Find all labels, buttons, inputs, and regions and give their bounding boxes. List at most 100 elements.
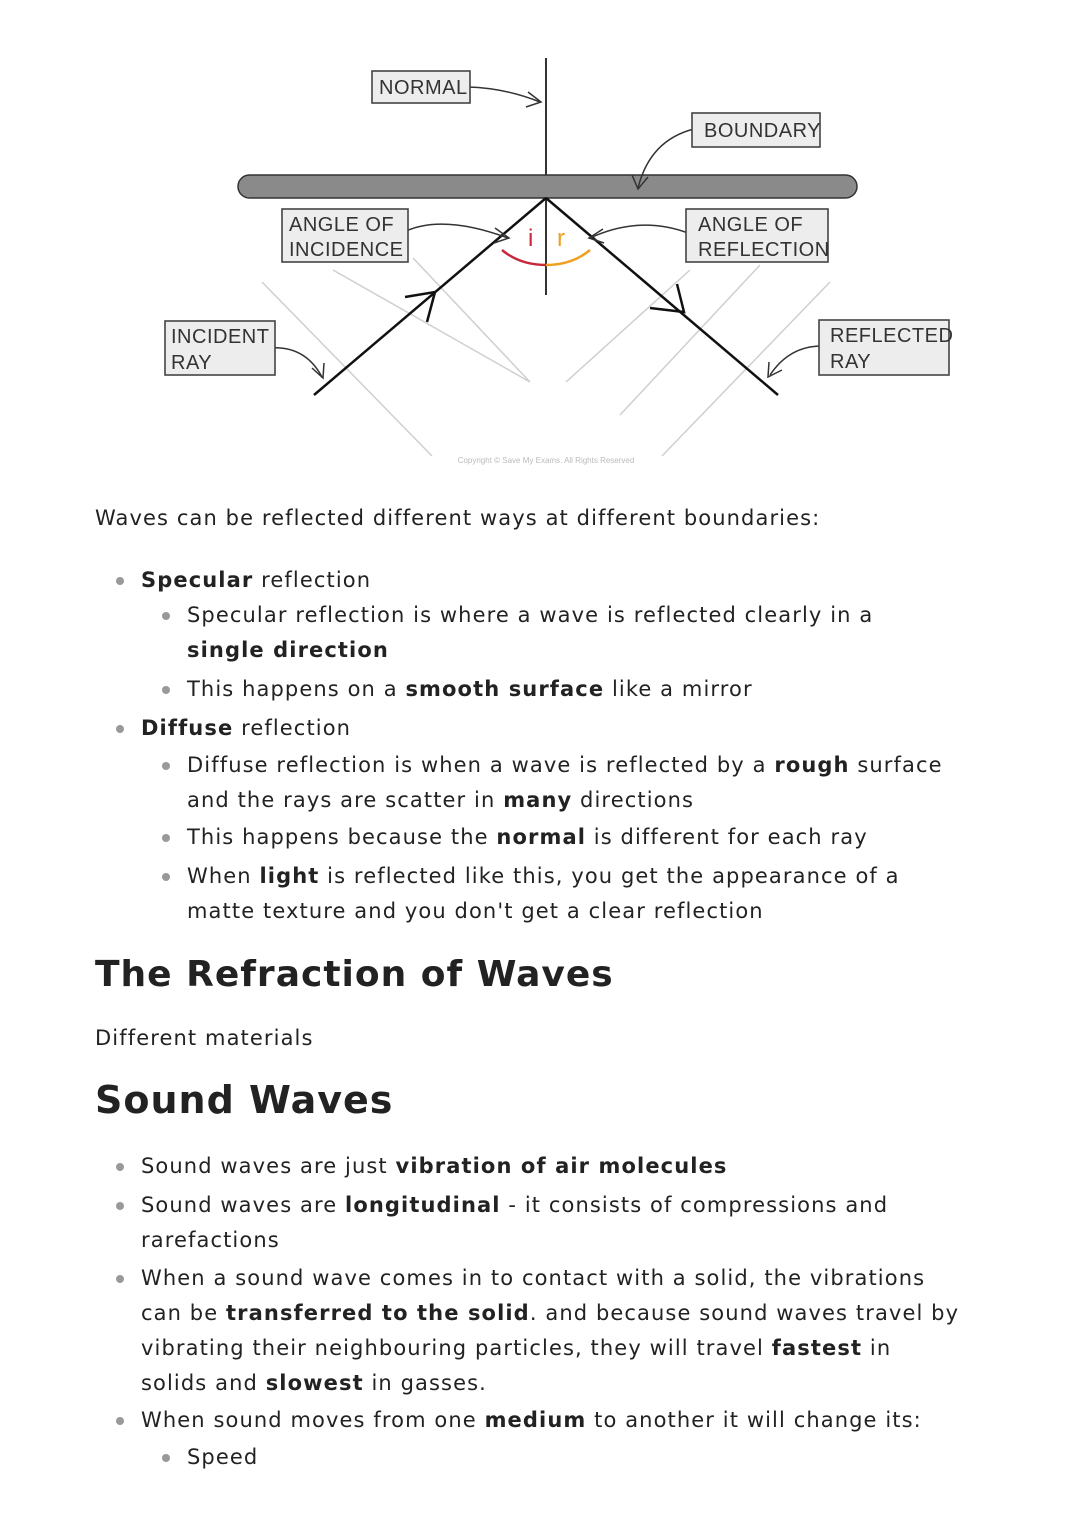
text: Diffuse reflection is when a wave is ref… — [187, 753, 775, 777]
text: directions — [572, 788, 695, 812]
bullet-icon — [162, 834, 170, 842]
reflection-arc — [545, 249, 591, 267]
list-item-line: single direction — [187, 633, 389, 668]
list-item-line: matte texture and you don't get a clear … — [187, 894, 764, 929]
bold-text: medium — [484, 1408, 587, 1432]
text: solids and — [141, 1371, 266, 1395]
text: reflection — [233, 716, 352, 740]
angle-of-incidence-tag: ANGLE OF INCIDENCE — [281, 208, 409, 263]
svg-text:BOUNDARY: BOUNDARY — [704, 120, 821, 142]
bold-text: normal — [496, 825, 587, 849]
bold-text: fastest — [771, 1336, 863, 1360]
list-item-line: solids and slowest in gasses. — [141, 1366, 487, 1401]
text: surface — [849, 753, 943, 777]
svg-text:ANGLE OF: ANGLE OF — [289, 214, 394, 236]
bold-text: transferred to the solid — [226, 1301, 530, 1325]
reflected-arrow-icon — [649, 283, 686, 314]
bullet-icon — [162, 873, 170, 881]
bold-text: Diffuse — [141, 716, 234, 740]
list-item-line: Diffuse reflection — [141, 711, 351, 746]
text: - it consists of compressions and — [500, 1193, 889, 1217]
svg-text:INCIDENCE: INCIDENCE — [289, 239, 404, 261]
list-item-line: Speed — [187, 1440, 258, 1475]
list-item-line: This happens on a smooth surface like a … — [187, 672, 753, 707]
list-item-line: When sound moves from one medium to anot… — [141, 1403, 922, 1438]
bullet-icon — [116, 1275, 124, 1283]
svg-text:RAY: RAY — [171, 352, 212, 374]
list-item-line: Sound waves are longitudinal - it consis… — [141, 1188, 888, 1223]
bullet-icon — [116, 1163, 124, 1171]
bold-text: smooth surface — [405, 677, 605, 701]
angle-of-reflection-tag: ANGLE OF REFLECTION — [685, 208, 830, 263]
text: Speed — [187, 1445, 259, 1469]
text: can be — [141, 1301, 227, 1325]
bullet-icon — [116, 725, 124, 733]
bullet-icon — [116, 1417, 124, 1425]
text: is reflected like this, you get the appe… — [319, 864, 900, 888]
text: in — [862, 1336, 892, 1360]
incident-ray — [313, 197, 547, 396]
svg-text:REFLECTION: REFLECTION — [698, 239, 830, 261]
wavefront-lines — [261, 257, 831, 457]
intro-text: Waves can be reflected different ways at… — [95, 506, 821, 530]
svg-text:NORMAL: NORMAL — [379, 77, 468, 99]
bold-text: rough — [774, 753, 850, 777]
angle-r-label: r — [557, 225, 565, 252]
text: vibrating their neighbouring particles, … — [141, 1336, 772, 1360]
bullet-icon — [116, 1202, 124, 1210]
bold-text: longitudinal — [345, 1193, 501, 1217]
text: When sound moves from one — [141, 1408, 485, 1432]
copyright-text: Copyright © Save My Exams. All Rights Re… — [458, 456, 635, 465]
sound-waves-heading: Sound Waves — [95, 1078, 394, 1122]
bullet-icon — [116, 577, 124, 585]
bold-text: vibration of air molecules — [395, 1154, 728, 1178]
list-item-line: rarefactions — [141, 1223, 280, 1258]
text: Specular reflection is where a wave is r… — [187, 603, 874, 627]
list-item-line: Specular reflection — [141, 563, 371, 598]
list-item-line: can be transferred to the solid. and bec… — [141, 1296, 959, 1331]
text: in gasses. — [363, 1371, 487, 1395]
text: is different for each ray — [586, 825, 868, 849]
text: reflection — [253, 568, 372, 592]
text: like a mirror — [604, 677, 753, 701]
list-item-line: When light is reflected like this, you g… — [187, 859, 900, 894]
text: to another it will change its: — [586, 1408, 922, 1432]
text: When — [187, 864, 260, 888]
bullet-icon — [162, 762, 170, 770]
svg-text:REFLECTED: REFLECTED — [830, 325, 953, 347]
normal-tag: NORMAL — [371, 70, 471, 104]
refraction-text: Different materials — [95, 1026, 314, 1050]
bold-text: Specular — [141, 568, 254, 592]
list-item-line: Diffuse reflection is when a wave is ref… — [187, 748, 943, 783]
list-item-line: Specular reflection is where a wave is r… — [187, 598, 873, 633]
bullet-icon — [162, 612, 170, 620]
reflected-ray-tag: REFLECTED RAY — [818, 319, 953, 376]
text: rarefactions — [141, 1228, 280, 1252]
svg-text:RAY: RAY — [830, 351, 871, 373]
pointer-arrows — [268, 86, 825, 380]
text: matte texture and you don't get a clear … — [187, 899, 764, 923]
bold-text: light — [259, 864, 320, 888]
angle-i-label: i — [528, 225, 533, 252]
text: This happens because the — [187, 825, 497, 849]
text: Sound waves are just — [141, 1154, 396, 1178]
text: Sound waves are — [141, 1193, 346, 1217]
svg-text:INCIDENT: INCIDENT — [171, 326, 269, 348]
svg-text:ANGLE OF: ANGLE OF — [698, 214, 803, 236]
list-item-line: Sound waves are just vibration of air mo… — [141, 1149, 728, 1184]
reflected-ray — [545, 197, 779, 396]
incidence-arc — [501, 249, 547, 267]
bullet-icon — [162, 686, 170, 694]
incident-arrow-icon — [404, 290, 437, 323]
incident-ray-tag: INCIDENT RAY — [164, 320, 276, 376]
list-item-line: This happens because the normal is diffe… — [187, 820, 868, 855]
text: and the rays are scatter in — [187, 788, 504, 812]
bullet-icon — [162, 1454, 170, 1462]
bold-text: many — [503, 788, 573, 812]
text: This happens on a — [187, 677, 406, 701]
list-item-line: When a sound wave comes in to contact wi… — [141, 1261, 925, 1296]
list-item-line: and the rays are scatter in many directi… — [187, 783, 694, 818]
reflection-diagram: i r NORMAL BOUNDARY ANGLE OF INCIDENCE AN… — [164, 58, 953, 465]
text: . and because sound waves travel by — [529, 1301, 960, 1325]
bold-text: slowest — [265, 1371, 364, 1395]
